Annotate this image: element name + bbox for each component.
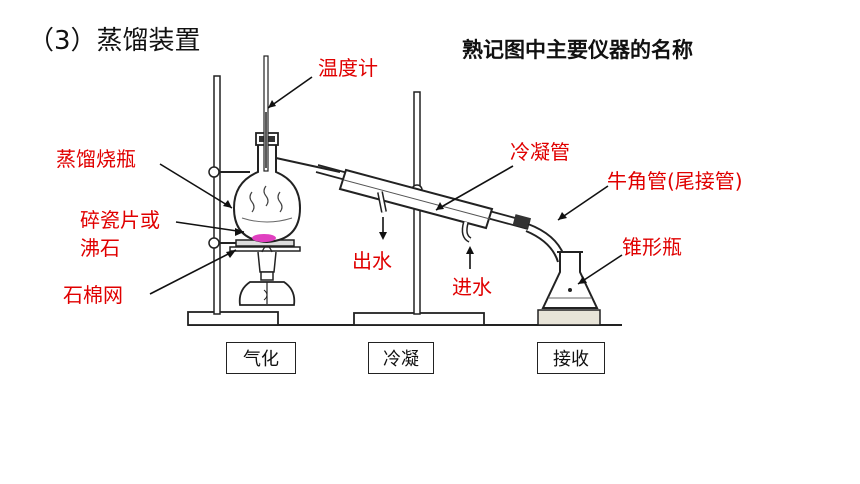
arrowheads [223,100,587,284]
condenser [315,164,532,243]
pointer-lines [149,76,623,295]
label-condenser: 冷凝管 [510,140,570,164]
alcohol-lamp [229,245,301,306]
stage-collection: 接收 [537,342,605,374]
page-subtitle: 熟记图中主要仪器的名称 [462,38,693,62]
page-title: （3）蒸馏装置 [28,26,201,56]
label-erlenmeyer-flask: 锥形瓶 [622,235,682,259]
label-water-out: 出水 [352,249,392,273]
label-asbestos-gauze: 石棉网 [63,283,123,307]
label-water-in: 进水 [452,275,492,299]
stage-condensation: 冷凝 [368,342,434,374]
label-distillation-flask: 蒸馏烧瓶 [56,147,136,171]
label-adapter: 牛角管(尾接管) [607,169,743,193]
boiling-chips [252,234,276,242]
label-thermometer: 温度计 [318,56,378,80]
stage-vaporization: 气化 [226,342,296,374]
distillation-flask [232,132,341,244]
label-boiling-chips-line1: 碎瓷片或 [80,208,160,232]
label-boiling-chips-line2: 沸石 [80,236,120,260]
erlenmeyer-flask [537,251,601,326]
thermometer [263,55,269,172]
